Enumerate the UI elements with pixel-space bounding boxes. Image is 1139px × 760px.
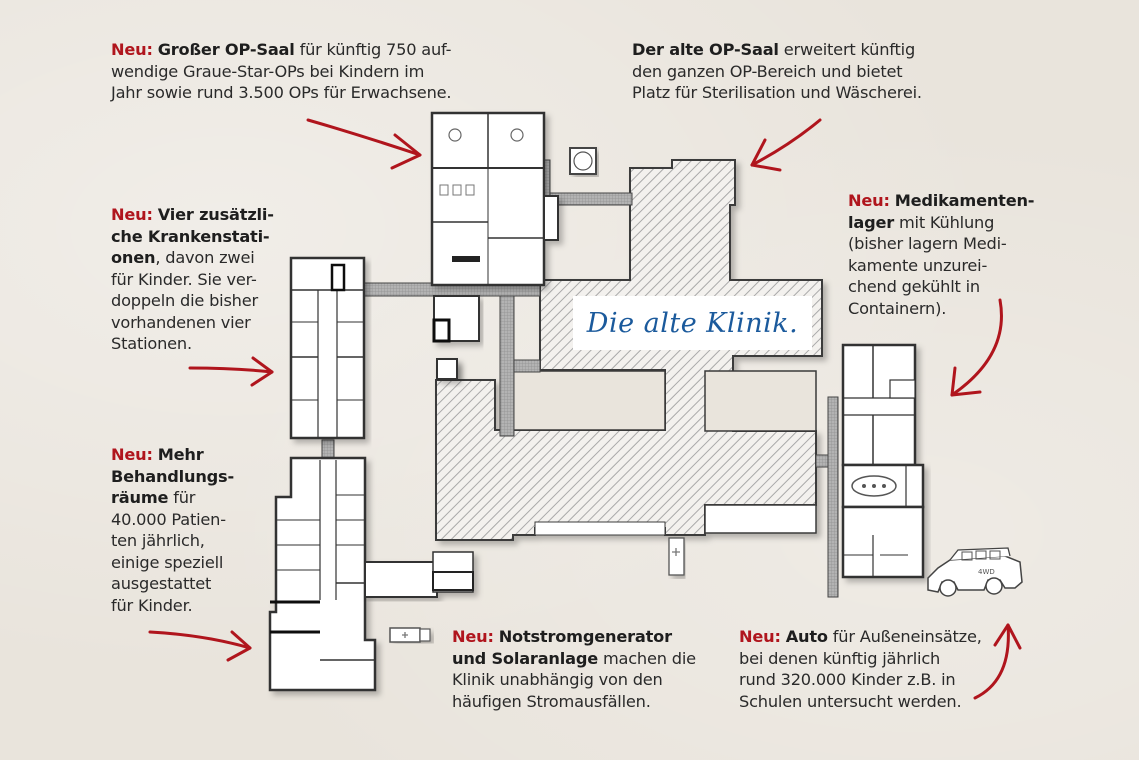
annotation-line: rund 320.000 Kinder z.B. in — [739, 670, 956, 689]
annotation-op-saal-alt: Der alte OP-Saal erweitert künftig den g… — [632, 39, 952, 104]
annotation-notstrom: Neu: Notstromgenerator und Solaranlage m… — [452, 626, 722, 712]
annotation-line: ausgestattet — [111, 574, 212, 593]
annotation-line: bei denen künftig jährlich — [739, 648, 941, 668]
arrow-to-vehicle — [973, 623, 1010, 700]
svg-text:4WD: 4WD — [978, 568, 995, 576]
ambulance-bay — [668, 537, 685, 576]
pharmacy-building — [841, 343, 925, 579]
neu-prefix: Neu: — [111, 445, 153, 464]
annotation-title: Auto — [785, 627, 828, 646]
annotation-line: wendige Graue-Star-OPs bei Kindern im — [111, 61, 425, 81]
wards-building — [289, 256, 366, 440]
neu-prefix: Neu: — [452, 627, 494, 646]
annotation-line: machen die — [598, 648, 696, 668]
annotation-title: lager — [848, 212, 895, 232]
new-op-building — [430, 111, 559, 287]
annotation-line: Jahr sowie rund 3.500 OPs für Erwachsene… — [111, 83, 452, 102]
annotation-line: Platz für Sterilisation und Wäscherei. — [632, 83, 922, 102]
treatment-building — [268, 456, 377, 692]
old-clinic-label-text: Die alte Klinik. — [586, 307, 799, 339]
neu-prefix: Neu: — [848, 191, 890, 210]
annotation-line: für Außeneinsätze, — [827, 627, 982, 646]
annotation-line: chend gekühlt in — [848, 277, 980, 296]
annotation-op-saal-neu: Neu: Großer OP-Saal für künftig 750 auf-… — [111, 39, 491, 104]
annotation-line: ten jährlich, — [111, 531, 205, 550]
annotation-line: 40.000 Patien- — [111, 509, 226, 529]
arrow-to-wards — [188, 366, 274, 374]
annotation-title: Behandlungs- — [111, 466, 235, 486]
arrow-to-pharmacy — [950, 298, 1003, 397]
annotation-line: den ganzen OP-Bereich und bietet — [632, 61, 903, 81]
annotation-title: räume — [111, 488, 169, 507]
annotation-line: für Kinder. — [111, 595, 193, 615]
arrow-to-op-alt — [750, 118, 822, 167]
annotation-line: Containern). — [848, 298, 947, 318]
old-clinic-label: Die alte Klinik. — [573, 296, 812, 350]
annotation-line: für Kinder. Sie ver- — [111, 269, 257, 289]
pointer-arrows — [148, 118, 1022, 700]
solar-tank-square — [569, 147, 597, 175]
arrow-to-op-neu — [306, 118, 422, 157]
annotation-medikamentenlager: Neu: Medikamenten- lager mit Kühlung (bi… — [848, 190, 1048, 319]
annotation-title: Großer OP-Saal — [157, 40, 295, 59]
generator-unit — [389, 627, 431, 643]
annotation-title: Vier zusätzli- — [157, 205, 274, 224]
vehicle-illustration: 4WD — [927, 547, 1023, 597]
annotation-line: für künftig 750 auf- — [294, 40, 452, 59]
annotation-auto: Neu: Auto für Außeneinsätze, bei denen k… — [739, 626, 1029, 712]
neu-prefix: Neu: — [739, 627, 781, 646]
annotation-line: kamente unzurei- — [848, 255, 988, 275]
annotation-title: Notstromgenerator — [498, 627, 672, 646]
annotation-line: vorhandenen vier — [111, 312, 251, 332]
annotation-line: Stationen. — [111, 334, 192, 353]
old-clinic — [435, 159, 823, 541]
annotation-line: mit Kühlung — [894, 212, 995, 232]
annotation-line: häufigen Stromausfällen. — [452, 691, 651, 711]
annotation-title: Der alte OP-Saal — [632, 40, 779, 59]
annotation-line: Schulen untersucht werden. — [739, 691, 962, 711]
annotation-behandlungsraeume: Neu: Mehr Behandlungs- räume für 40.000 … — [111, 444, 271, 616]
annotation-line: einige speziell — [111, 552, 224, 572]
neu-prefix: Neu: — [111, 205, 153, 224]
arrow-to-treatment — [148, 630, 252, 650]
annotation-title: onen — [111, 248, 156, 267]
annotation-title: und Solaranlage — [452, 648, 598, 668]
annotation-line: , davon zwei — [155, 248, 255, 267]
annotation-line: erweitert künftig — [778, 40, 916, 59]
annotation-line: doppeln die bisher — [111, 291, 258, 310]
annotation-line: für — [168, 488, 196, 507]
annotation-title: Medikamenten- — [894, 191, 1035, 210]
annotation-krankenstationen: Neu: Vier zusätzli- che Krankenstati- on… — [111, 204, 291, 355]
annotation-line: (bisher lagern Medi- — [848, 234, 1007, 253]
neu-prefix: Neu: — [111, 40, 153, 59]
annotation-line: Klinik unabhängig von den — [452, 670, 663, 689]
annotation-title: che Krankenstati- — [111, 226, 270, 246]
corridors — [321, 159, 839, 598]
annotation-title: Mehr — [157, 445, 204, 464]
